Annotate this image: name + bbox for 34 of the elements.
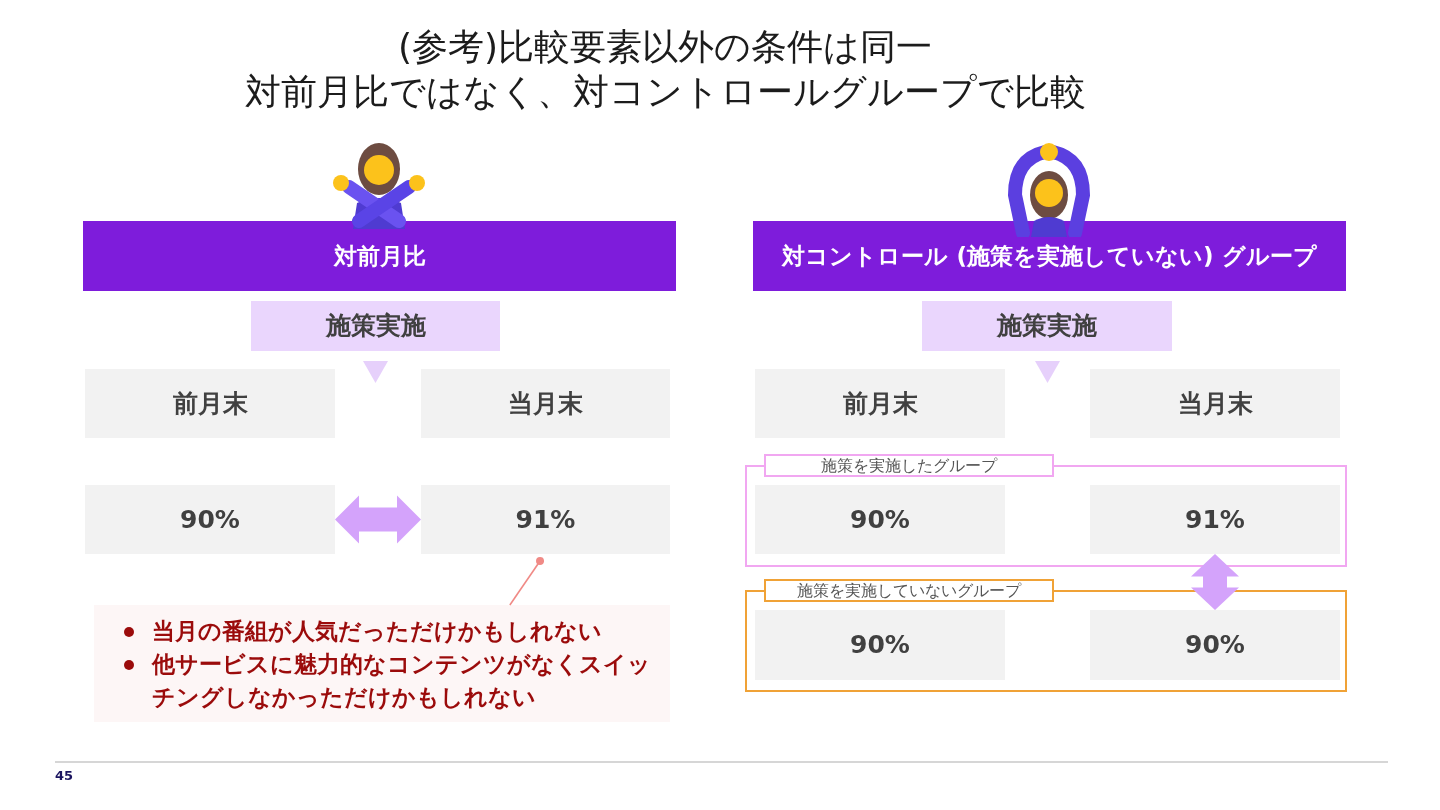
header-bar <box>83 221 676 291</box>
step-tag <box>922 301 1172 351</box>
metric-value: 90% <box>850 503 910 536</box>
callout-text: 他サービスに魅力的なコンテンツがなくスイッチングしなかっただけかもしれない <box>152 650 652 712</box>
metric-value: 91% <box>1185 503 1245 536</box>
metric-value: 91% <box>515 503 576 536</box>
leader-line <box>509 557 544 606</box>
metric-value: 90% <box>850 629 910 661</box>
tag-label: 施策実施 <box>997 310 1097 342</box>
metric-tile <box>1090 485 1340 554</box>
double-arrow <box>335 495 421 544</box>
metric-tile <box>85 485 335 554</box>
callout-box <box>94 605 670 722</box>
group-frame <box>745 579 1347 692</box>
header-title: 対前月比 <box>333 242 426 271</box>
period-label: 前月末 <box>172 387 248 420</box>
group-heading: 施策を実施したグループ <box>764 454 1054 477</box>
tag-label: 施策実施 <box>325 310 426 342</box>
page-number: 45 <box>55 768 74 783</box>
header-bar <box>753 221 1346 291</box>
group-heading: 施策を実施していないグループ <box>764 579 1054 602</box>
slide-title: (参考)比較要素以外の条件は同一対前月比ではなく、対コントロールグループで比較 <box>243 25 1087 114</box>
period-label: 前月末 <box>842 387 918 420</box>
step-tag <box>251 301 500 351</box>
metric-value: 90% <box>1185 629 1245 661</box>
period-label: 当月末 <box>1177 387 1253 420</box>
callout-text: 当月の番組が人気だっただけかもしれない <box>152 617 603 646</box>
header-title: 対コントロール (施策を実施していない) グループ <box>782 242 1317 271</box>
period-label: 当月末 <box>508 387 583 420</box>
group-frame <box>745 454 1347 567</box>
double-arrow <box>1191 554 1239 610</box>
metric-value: 90% <box>180 503 240 536</box>
metric-tile <box>1090 610 1340 680</box>
metric-tile <box>421 485 670 554</box>
